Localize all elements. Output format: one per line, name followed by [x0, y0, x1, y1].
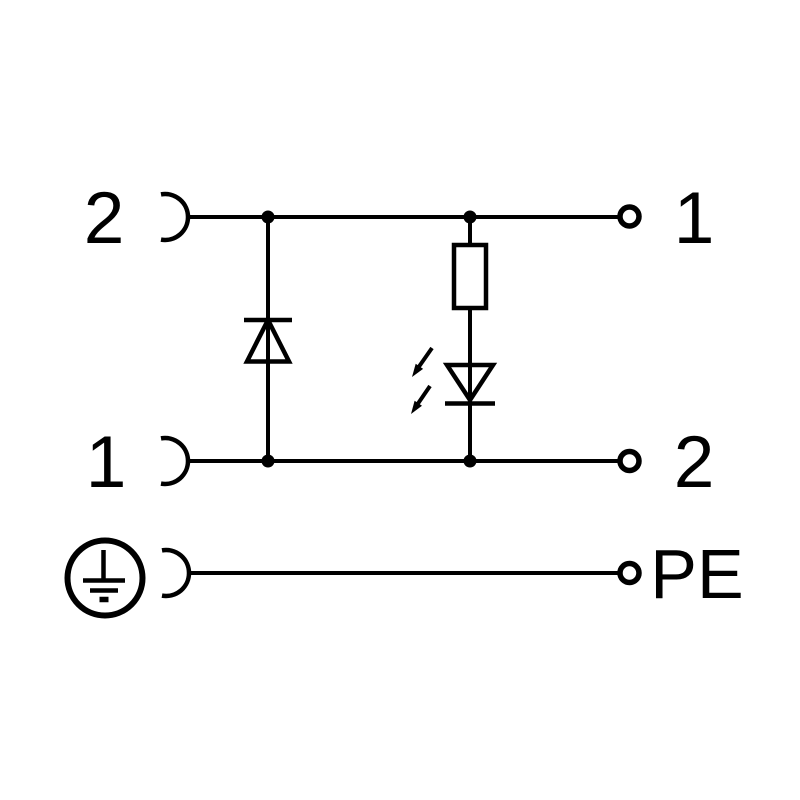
- socket-contact-icon: [161, 547, 192, 599]
- led-icon: [411, 346, 498, 414]
- pin-label-middle-left: 1: [86, 422, 127, 503]
- led-arrow-head: [411, 400, 422, 414]
- resistor-icon: [451, 242, 489, 311]
- led-triangle: [442, 362, 498, 405]
- earth-ground-icon: [64, 537, 146, 619]
- junction-dot-icon: [261, 454, 275, 468]
- branch-resistor-led: [411, 217, 498, 461]
- terminal-circle-icon: [617, 560, 642, 586]
- socket-contact-icon: [160, 191, 191, 243]
- led-arrow-shaft: [415, 384, 432, 407]
- led-arrow-shaft: [416, 346, 434, 370]
- socket-contact-icon: [160, 435, 191, 487]
- led-arrow-head: [412, 363, 424, 377]
- junction-dot-icon: [463, 454, 477, 468]
- row-top: 2 1: [84, 178, 715, 259]
- row-pe: PE: [64, 535, 744, 619]
- pin-label-middle-right: 2: [674, 422, 715, 503]
- row-middle: 1 2: [86, 422, 715, 503]
- terminal-circle-icon: [617, 204, 642, 229]
- pin-label-top-right: 1: [674, 178, 715, 259]
- suppressor-diode-icon: [243, 315, 293, 364]
- pin-label-top-left: 2: [84, 178, 125, 259]
- diode-triangle: [243, 315, 293, 364]
- branch-diode: [243, 217, 293, 461]
- terminal-circle-icon: [617, 448, 642, 474]
- led-arrows-icon: [411, 346, 434, 414]
- pin-label-pe: PE: [650, 535, 743, 613]
